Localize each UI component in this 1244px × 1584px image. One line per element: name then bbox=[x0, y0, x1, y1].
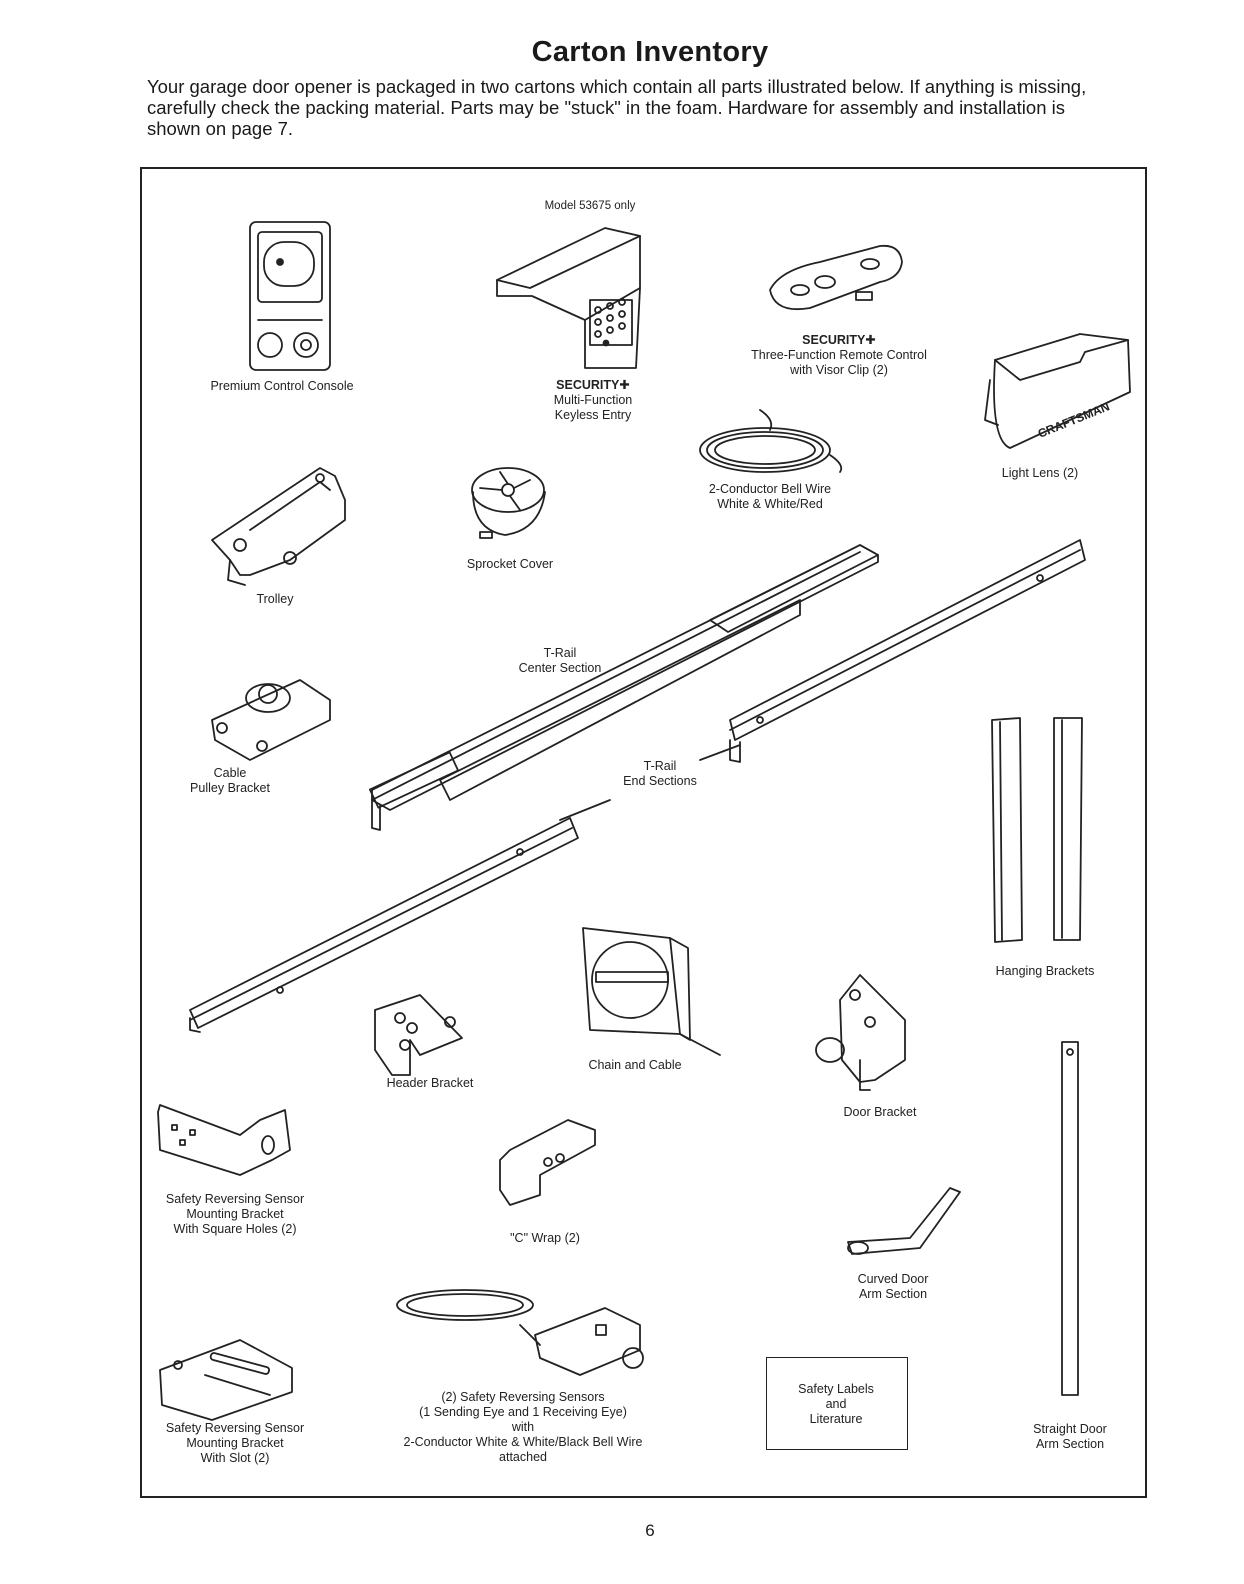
hanging-brackets-illustration bbox=[991, 717, 1083, 943]
light-lens-label: Light Lens (2) bbox=[1001, 466, 1079, 480]
door-bracket-illustration bbox=[815, 974, 906, 1091]
c-wrap-label: "C" Wrap (2) bbox=[510, 1231, 580, 1245]
sensors-illustration bbox=[396, 1289, 644, 1376]
header-bracket-label: Header Bracket bbox=[386, 1076, 474, 1090]
cable-pulley-illustration bbox=[211, 679, 331, 761]
header-bracket-illustration bbox=[374, 994, 463, 1076]
safety-labels-label: Safety Labels and Literature bbox=[798, 1382, 874, 1426]
sprocket-cover-illustration bbox=[471, 467, 546, 539]
safety-labels-box bbox=[766, 1357, 908, 1450]
curved-arm-label: Curved Door Arm Section bbox=[857, 1272, 929, 1301]
hanging-brackets-label: Hanging Brackets bbox=[995, 964, 1095, 978]
control-console-illustration bbox=[249, 221, 331, 371]
keyless-entry-illustration bbox=[496, 227, 641, 369]
straight-arm-label: Straight Door Arm Section bbox=[1033, 1422, 1107, 1451]
trail-end-label: T-Rail End Sections bbox=[623, 759, 697, 788]
curved-arm-illustration bbox=[847, 1187, 961, 1255]
keyless-brand: SECURITY✚ bbox=[556, 378, 630, 392]
sensors-label: (2) Safety Reversing Sensors (1 Sending … bbox=[403, 1390, 643, 1464]
sensor-bracket-square-label: Safety Reversing Sensor Mounting Bracket… bbox=[165, 1192, 305, 1236]
straight-arm-illustration bbox=[1061, 1041, 1079, 1396]
c-wrap-illustration bbox=[499, 1119, 596, 1206]
trail-center-label: T-Rail Center Section bbox=[518, 646, 602, 675]
keyless-label: Multi-Function Keyless Entry bbox=[553, 393, 633, 422]
remote-label: Three-Function Remote Control with Visor… bbox=[751, 348, 927, 377]
trail-center-illustration bbox=[368, 544, 879, 831]
inventory-frame bbox=[140, 167, 1147, 1498]
chain-cable-label: Chain and Cable bbox=[588, 1058, 682, 1072]
bell-wire-label: 2-Conductor Bell Wire White & White/Red bbox=[708, 482, 832, 511]
page-title: Carton Inventory bbox=[531, 36, 769, 68]
light-lens-illustration: CRAFTSMAN bbox=[984, 333, 1131, 449]
chain-cable-illustration bbox=[582, 927, 721, 1056]
trolley-illustration bbox=[211, 467, 346, 586]
sensor-bracket-slot-label: Safety Reversing Sensor Mounting Bracket… bbox=[165, 1421, 305, 1465]
cable-pulley-label: Cable Pulley Bracket bbox=[190, 766, 270, 795]
bell-wire-illustration bbox=[699, 409, 843, 473]
page-number: 6 bbox=[645, 1521, 655, 1540]
sensor-bracket-square-illustration bbox=[157, 1104, 291, 1176]
sensor-bracket-slot-illustration bbox=[159, 1339, 293, 1421]
control-console-label: Premium Control Console bbox=[210, 379, 354, 393]
intro-paragraph: Your garage door opener is packaged in t… bbox=[147, 76, 1087, 139]
craftsman-logo: CRAFTSMAN bbox=[1036, 399, 1112, 440]
door-bracket-label: Door Bracket bbox=[843, 1105, 917, 1119]
trail-end-illustration bbox=[189, 539, 1086, 1033]
remote-brand: SECURITY✚ bbox=[802, 333, 876, 347]
model-note: Model 53675 only bbox=[544, 200, 636, 212]
trolley-label: Trolley bbox=[256, 592, 294, 606]
sprocket-cover-label: Sprocket Cover bbox=[466, 557, 554, 571]
remote-control-illustration bbox=[769, 244, 903, 311]
